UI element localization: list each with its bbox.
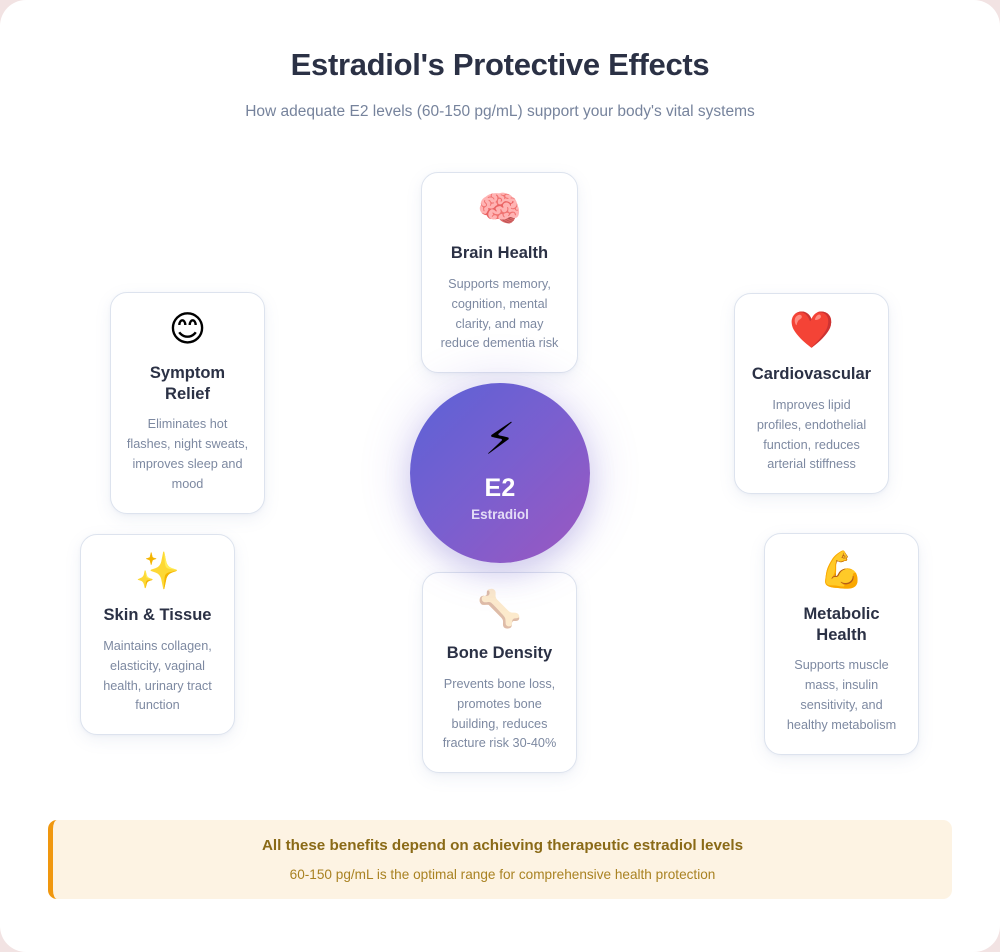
- benefit-card-title: Cardiovascular: [751, 365, 872, 383]
- page-subtitle: How adequate E2 levels (60-150 pg/mL) su…: [245, 103, 755, 121]
- benefit-card-title: Bone Density: [446, 644, 553, 662]
- benefit-card-description: Supports muscle mass, insulin sensitivit…: [786, 658, 897, 733]
- benefit-card-title: Metabolic Health: [803, 605, 880, 644]
- benefit-card-bone-density[interactable]: 🦴 Bone Density Prevents bone loss, promo…: [422, 572, 577, 774]
- benefit-card-title: Skin & Tissue: [103, 606, 212, 624]
- center-node-label: E2: [484, 474, 516, 503]
- page-title: Estradiol's Protective Effects: [290, 47, 710, 82]
- benefit-card-description: Prevents bone loss, promotes bone buildi…: [442, 676, 557, 751]
- benefit-card-skin-tissue[interactable]: ✨ Skin & Tissue Maintains collagen, elas…: [80, 534, 235, 736]
- benefit-card-description: Eliminates hot flashes, night sweats, im…: [126, 417, 249, 492]
- flexed-biceps-icon: 💪: [819, 550, 864, 591]
- benefit-card-cardiovascular[interactable]: ❤️ Cardiovascular Improves lipid profile…: [734, 293, 889, 495]
- benefit-card-metabolic-health[interactable]: 💪 Metabolic Health Supports muscle mass,…: [764, 533, 919, 755]
- header: Estradiol's Protective Effects How adequ…: [0, 46, 1000, 121]
- orbit-diagram: 🧠 Brain Health Supports memory, cognitio…: [80, 172, 919, 774]
- bone-icon: 🦴: [477, 589, 522, 630]
- high-voltage-icon: ⚡: [484, 414, 516, 466]
- benefit-card-title: Brain Health: [450, 244, 549, 262]
- brain-icon: 🧠: [477, 189, 522, 230]
- center-node-e2[interactable]: ⚡ E2 Estradiol: [410, 383, 590, 563]
- smiling-face-icon: 😊: [168, 309, 207, 350]
- sparkles-icon: ✨: [135, 551, 180, 592]
- footer-callout-banner: All these benefits depend on achieving t…: [48, 820, 952, 899]
- benefit-card-description: Maintains collagen, elasticity, vaginal …: [103, 638, 212, 713]
- benefit-card-description: Improves lipid profiles, endothelial fun…: [756, 397, 867, 472]
- benefit-card-title: Symptom Relief: [149, 364, 226, 403]
- footer-callout-headline: All these benefits depend on achieving t…: [261, 837, 744, 854]
- footer-callout-subtext: 60-150 pg/mL is the optimal range for co…: [289, 867, 716, 882]
- benefit-card-description: Supports memory, cognition, mental clari…: [440, 276, 559, 351]
- heart-icon: ❤️: [789, 310, 834, 351]
- center-node-sublabel: Estradiol: [471, 507, 529, 523]
- benefit-card-brain[interactable]: 🧠 Brain Health Supports memory, cognitio…: [421, 172, 578, 374]
- benefit-card-symptom-relief[interactable]: 😊 Symptom Relief Eliminates hot flashes,…: [110, 292, 265, 514]
